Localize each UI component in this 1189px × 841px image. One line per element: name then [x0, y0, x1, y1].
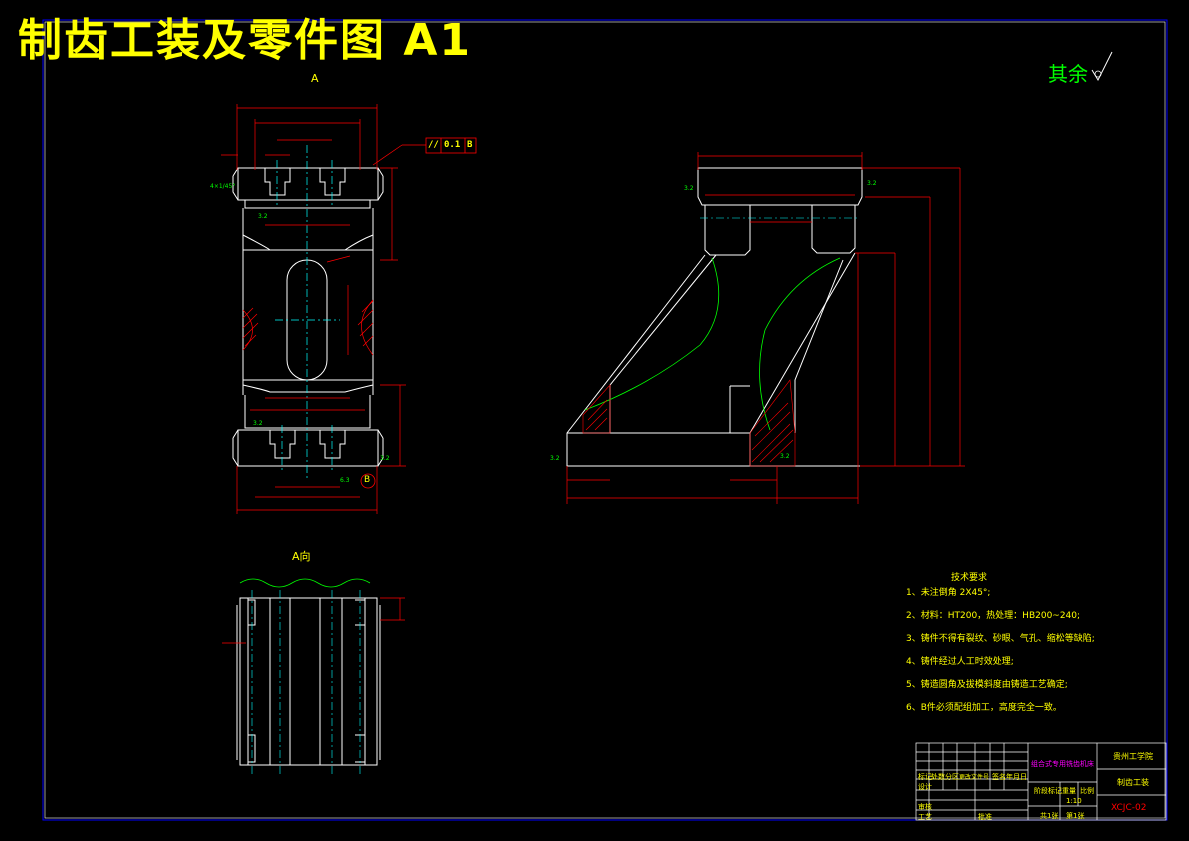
- front-view: [232, 167, 384, 467]
- front-view-annotations: 4×1/45° 3.2 3.2 6.3 3.2: [210, 183, 390, 484]
- requirement-item: 3、铸件不得有裂纹、砂眼、气孔、缩松等缺陷;: [906, 634, 1095, 644]
- requirement-item: 2、材料：HT200，热处理：HB200~240;: [906, 611, 1081, 621]
- side-view-dimensions: [566, 152, 965, 504]
- svg-text:3.2: 3.2: [684, 185, 694, 192]
- front-view-hatching: [242, 299, 374, 356]
- title-block-col-header: 年月日: [1006, 773, 1027, 781]
- view-a: [236, 597, 381, 766]
- front-view-dimensions: [221, 104, 426, 514]
- technical-requirements-heading: 技术要求: [951, 573, 988, 583]
- title-block-col-header: 处数: [931, 773, 945, 781]
- requirement-item: 5、铸造圆角及拔模斜度由铸造工艺确定;: [906, 680, 1068, 690]
- datum-b-circle: [360, 473, 376, 489]
- title-block-col-header: 标记: [918, 773, 932, 781]
- svg-text:3.2: 3.2: [380, 455, 390, 462]
- title-block-sheet-no: 第1张: [1066, 812, 1085, 820]
- svg-text:3.2: 3.2: [550, 455, 560, 462]
- side-view: [566, 167, 863, 467]
- side-view-curves: [584, 257, 841, 431]
- svg-text:4×1/45°: 4×1/45°: [210, 183, 235, 190]
- section-a-label: A: [311, 72, 319, 85]
- title-block-weight-label: 重量: [1062, 787, 1076, 795]
- title-block-col-header: 分区: [945, 773, 959, 781]
- title-block-row-label: 审核: [918, 803, 932, 811]
- title-block-drawing-number: XCJC-02: [1111, 803, 1147, 813]
- title-block-drawing-name: 制齿工装: [1117, 778, 1149, 787]
- title-block-subtitle: 组合式专用铣齿机床: [1031, 760, 1094, 768]
- front-view-centerlines: [275, 145, 340, 480]
- title-block-col-header: 签名: [992, 773, 1006, 781]
- title-block-row-label: 工艺: [918, 813, 932, 821]
- title-block-stage-label: 阶段标记: [1034, 787, 1062, 795]
- datum-b-label: B: [364, 475, 371, 485]
- side-view-hatching: [582, 379, 796, 467]
- tolerance-datum: B: [467, 140, 473, 150]
- requirement-item: 4、铸件经过人工时效处理;: [906, 657, 1014, 667]
- title-block-scale-label: 比例: [1080, 787, 1094, 795]
- svg-text:3.2: 3.2: [253, 420, 263, 427]
- tolerance-value: 0.1: [444, 140, 461, 150]
- title-block-grid: [915, 742, 1167, 821]
- title-block-sheet-total: 共1张: [1040, 812, 1059, 820]
- svg-text:6.3: 6.3: [340, 477, 350, 484]
- view-a-dimensions: [222, 597, 405, 644]
- view-a-break-line: [239, 578, 371, 588]
- title-block-scale: 1:10: [1066, 797, 1082, 805]
- tolerance-frame-box: [425, 137, 477, 154]
- side-view-annotations: 3.2 3.2 3.2 3.2: [550, 180, 877, 462]
- title-block-col-header: 更改文件号: [959, 774, 990, 781]
- requirement-item: 6、B件必须配组加工，高度完全一致。: [906, 703, 1062, 713]
- title-block-school: 贵州工学院: [1113, 752, 1153, 761]
- view-a-label: A向: [292, 550, 311, 563]
- tolerance-symbol: //: [428, 140, 439, 150]
- drawing-title: 制齿工装及零件图 A1: [18, 15, 472, 66]
- svg-text:3.2: 3.2: [867, 180, 877, 187]
- roughness-label: 其余: [1048, 62, 1088, 86]
- requirement-item: 1、未注倒角 2X45°;: [906, 588, 991, 598]
- svg-text:3.2: 3.2: [780, 453, 790, 460]
- view-a-centerlines: [251, 590, 361, 775]
- svg-text:3.2: 3.2: [258, 213, 268, 220]
- drawing-frame: [42, 19, 1168, 821]
- title-block-row-label: 设计: [918, 783, 932, 791]
- title-block-approve-label: 批准: [978, 813, 992, 821]
- drawing-border: [44, 21, 1166, 819]
- technical-requirements-list: 1、未注倒角 2X45°; 2、材料：HT200，热处理：HB200~240; …: [906, 582, 1095, 720]
